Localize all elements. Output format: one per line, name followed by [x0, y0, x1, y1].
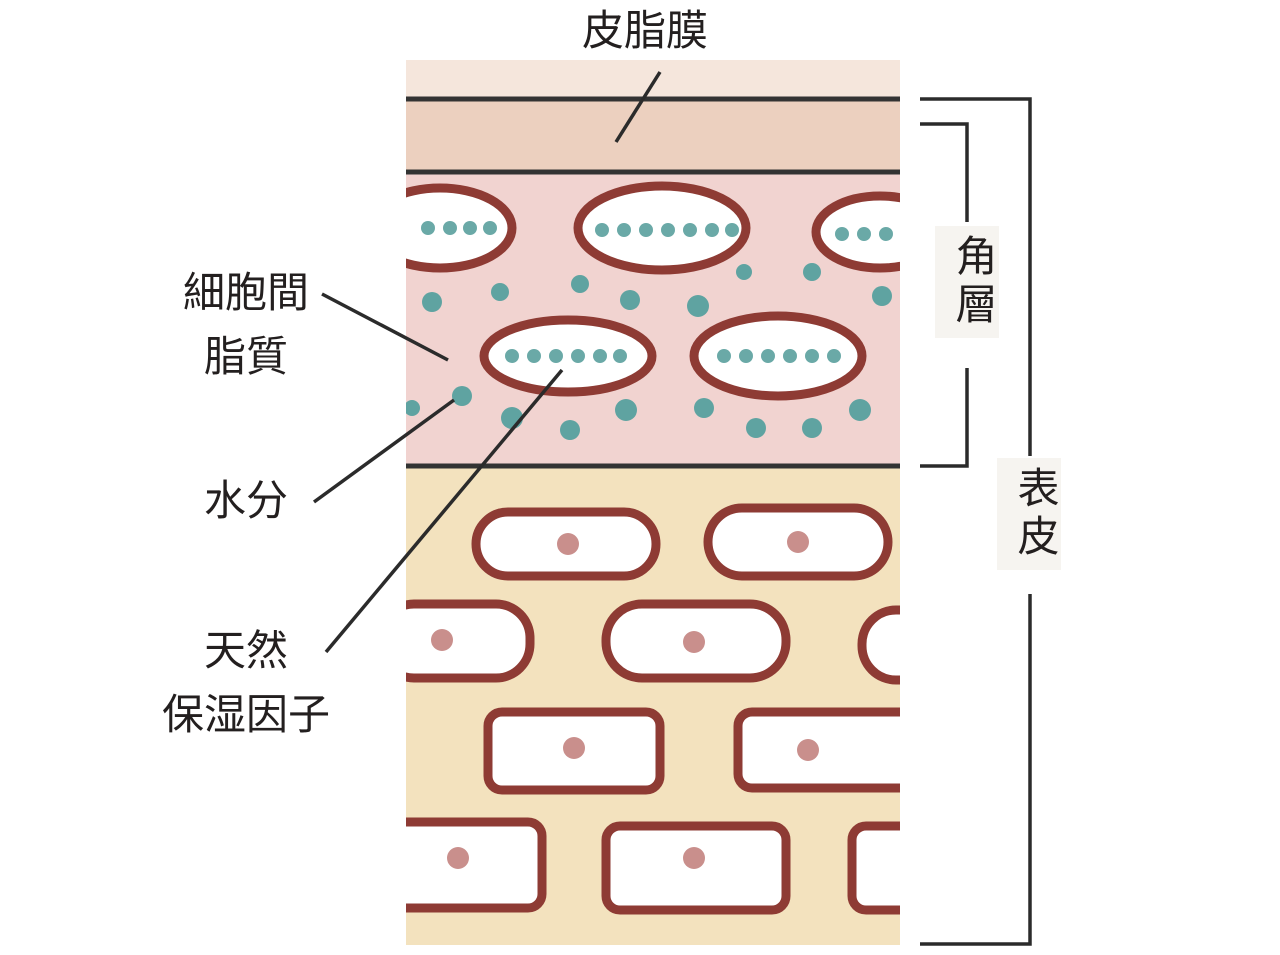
- water-dots-intercellular: [406, 263, 892, 440]
- intercellular-lipid-label-line2: 脂質: [203, 332, 288, 381]
- water-dots-in-cells: [421, 221, 893, 363]
- corneocyte: [406, 183, 517, 273]
- intercellular-lipid-label-line1: 細胞間: [182, 268, 309, 317]
- epidermis-label: 表皮: [997, 458, 1061, 570]
- stratum-corneum-bracket-lower: [920, 368, 969, 468]
- nmf-label-line2: 保湿因子: [161, 690, 330, 739]
- corneocyte-cells: [406, 181, 900, 401]
- epidermal-cell: [847, 821, 900, 915]
- leader-water: [312, 398, 456, 504]
- leader-lines: [312, 71, 662, 654]
- epidermal-cell: [406, 599, 535, 683]
- epidermis-bracket-lower: [920, 594, 1032, 946]
- epidermal-cell: [857, 605, 900, 685]
- cell-nuclei: [431, 531, 819, 869]
- corneocyte: [479, 315, 657, 397]
- nmf-label-line1: 天然: [203, 626, 288, 675]
- layer-boundaries: [406, 96, 900, 469]
- leader-lipid: [321, 292, 449, 362]
- leader-sebum: [614, 71, 662, 143]
- moisture-label: 水分: [203, 476, 288, 525]
- corneocyte: [689, 311, 867, 401]
- sebum-membrane-label: 皮脂膜: [582, 6, 709, 55]
- stratum-corneum-label: 角層: [935, 226, 999, 338]
- epidermal-cell: [733, 707, 900, 793]
- brackets: [920, 97, 1032, 946]
- leader-nmf: [324, 368, 564, 654]
- stratum-corneum-bracket: [920, 122, 969, 222]
- epidermal-cell: [406, 817, 547, 913]
- epidermis-bracket: [920, 97, 1032, 456]
